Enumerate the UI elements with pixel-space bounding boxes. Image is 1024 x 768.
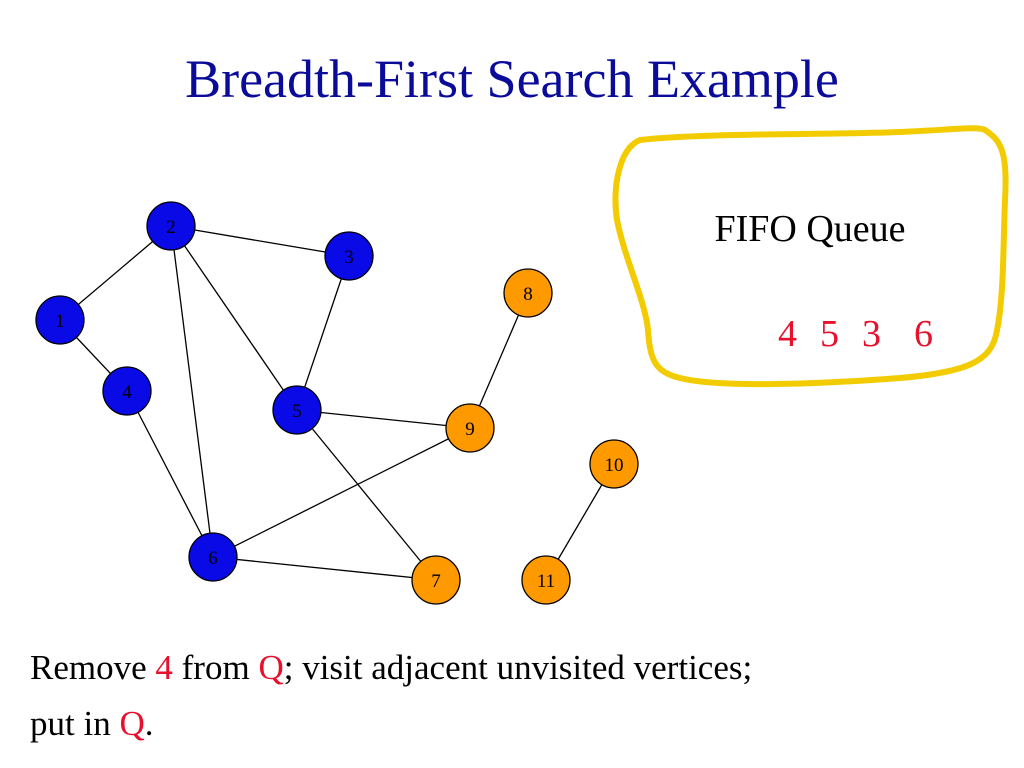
queue-title: FIFO Queue	[714, 208, 906, 250]
caption-line-2: put in Q.	[30, 696, 990, 752]
vertex-9: 9	[445, 403, 495, 453]
edge-6-9	[212, 427, 471, 558]
vertex-label: 2	[166, 217, 176, 238]
vertex-circle	[589, 439, 639, 489]
queue-item: 3	[862, 313, 881, 355]
vertex-circle	[411, 555, 461, 605]
vertex-label: 3	[344, 247, 354, 268]
caption-removed-vertex: 4	[155, 648, 173, 687]
vertex-label: 4	[122, 382, 132, 403]
queue-item: 6	[914, 313, 933, 355]
vertex-label: 1	[55, 311, 65, 332]
vertex-label: 9	[465, 419, 475, 440]
vertex-label: 10	[605, 455, 624, 476]
vertex-label: 6	[208, 548, 218, 569]
vertex-circle	[445, 403, 495, 453]
vertex-5: 5	[272, 385, 322, 435]
vertex-6: 6	[188, 532, 238, 582]
vertex-circle	[521, 555, 571, 605]
vertex-label: 7	[431, 571, 441, 592]
vertex-circle	[146, 201, 196, 251]
caption-text: from	[172, 648, 259, 687]
vertex-circle	[503, 268, 553, 318]
edge-4-6	[126, 390, 214, 558]
graph-nodes: 1 2 3 4 5 6 7 8 9 10 11	[35, 201, 639, 605]
caption-line-1: Remove 4 from Q; visit adjacent unvisite…	[30, 640, 990, 696]
vertex-label: 11	[537, 571, 555, 592]
vertex-11: 11	[521, 555, 571, 605]
vertex-2: 2	[146, 201, 196, 251]
edge-2-5	[170, 225, 298, 411]
vertex-label: 5	[292, 401, 302, 422]
vertex-8: 8	[503, 268, 553, 318]
edge-6-7	[212, 556, 437, 581]
caption-text: Remove	[30, 648, 156, 687]
caption: Remove 4 from Q; visit adjacent unvisite…	[30, 640, 990, 752]
vertex-circle	[102, 366, 152, 416]
caption-queue-symbol: Q	[258, 648, 284, 687]
vertex-3: 3	[324, 231, 374, 281]
caption-text: put in	[30, 704, 120, 743]
edge-5-7	[296, 409, 437, 581]
edge-2-3	[170, 225, 350, 257]
vertex-circle	[188, 532, 238, 582]
vertex-10: 10	[589, 439, 639, 489]
vertex-7: 7	[411, 555, 461, 605]
caption-text: .	[144, 704, 154, 743]
slide-title: Breadth-First Search Example	[185, 49, 839, 109]
edge-5-9	[296, 409, 471, 429]
queue-item: 4	[778, 313, 797, 355]
vertex-circle	[324, 231, 374, 281]
queue-item: 5	[820, 313, 839, 355]
vertex-circle	[35, 295, 85, 345]
vertex-circle	[272, 385, 322, 435]
vertex-1: 1	[35, 295, 85, 345]
vertex-label: 8	[523, 284, 533, 305]
caption-text: ; visit adjacent unvisited vertices;	[283, 648, 753, 687]
caption-queue-symbol: Q	[119, 704, 145, 743]
graph-edges	[59, 225, 615, 581]
edge-3-5	[296, 255, 350, 411]
vertex-4: 4	[102, 366, 152, 416]
edge-2-6	[170, 225, 214, 558]
